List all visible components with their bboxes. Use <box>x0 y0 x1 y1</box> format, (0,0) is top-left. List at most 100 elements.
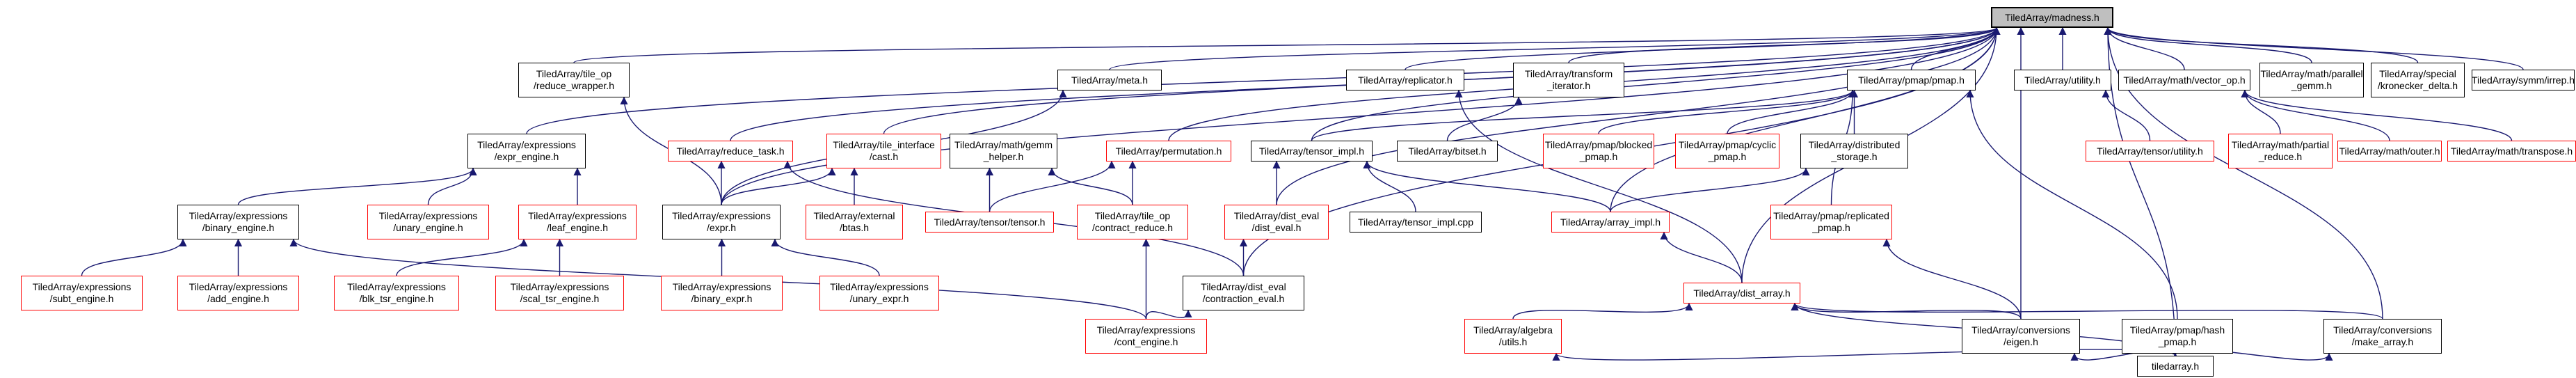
graph-node-meta[interactable]: TiledArray/meta.h <box>1057 70 1162 90</box>
graph-node-utility[interactable]: TiledArray/utility.h <box>2014 70 2111 90</box>
node-label-line: _helper.h <box>983 151 1024 162</box>
include-edge-dist_array-to-replicator <box>1455 89 1743 283</box>
node-label-line: TiledArray/utility.h <box>2024 74 2101 86</box>
graph-node-partial_reduce[interactable]: TiledArray/math/partial_reduce.h <box>2228 134 2333 168</box>
include-edge-transpose-to-vector_op <box>2241 89 2513 141</box>
graph-node-cyclic_pmap[interactable]: TiledArray/pmap/cyclic_pmap.h <box>1675 134 1779 168</box>
graph-node-leaf_engine[interactable]: TiledArray/expressions/leaf_engine.h <box>518 205 637 239</box>
node-label-line: TiledArray/conversions <box>2333 324 2432 336</box>
node-label-line: TiledArray/expressions <box>1096 324 1196 336</box>
graph-node-tensor_utility[interactable]: TiledArray/tensor/utility.h <box>2086 141 2214 162</box>
graph-node-tensor_impl_cpp[interactable]: TiledArray/tensor_impl.cpp <box>1350 212 1482 233</box>
graph-node-make_array[interactable]: TiledArray/conversions/make_array.h <box>2323 319 2442 354</box>
node-label-line: /eigen.h <box>2003 336 2038 347</box>
node-label-line: _reduce.h <box>2258 151 2303 162</box>
graph-node-binary_engine[interactable]: TiledArray/expressions/binary_engine.h <box>177 205 299 239</box>
graph-node-dist_array[interactable]: TiledArray/dist_array.h <box>1683 283 1800 304</box>
graph-node-tiledarray[interactable]: tiledarray.h <box>2137 356 2214 377</box>
graph-node-algebra_utils[interactable]: TiledArray/algebra/utils.h <box>1464 319 1562 354</box>
node-label-line: /kronecker_delta.h <box>2377 80 2458 91</box>
graph-node-expr_engine[interactable]: TiledArray/expressions/expr_engine.h <box>467 134 586 168</box>
graph-node-symm_irrep[interactable]: TiledArray/symm/irrep.h <box>2472 70 2575 90</box>
include-edge-hash_pmap-to-pmap <box>1966 89 2178 320</box>
node-label-line: TiledArray/pmap/replicated <box>1773 210 1889 221</box>
graph-node-dist_eval[interactable]: TiledArray/dist_eval/dist_eval.h <box>1224 205 1329 239</box>
graph-node-cast[interactable]: TiledArray/tile_interface/cast.h <box>826 134 941 168</box>
node-label-line: TiledArray/meta.h <box>1071 74 1148 86</box>
node-label-line: TiledArray/expressions <box>830 281 929 292</box>
graph-node-permutation[interactable]: TiledArray/permutation.h <box>1106 141 1231 162</box>
node-label-line: /btas.h <box>839 222 870 233</box>
graph-node-hash_pmap[interactable]: TiledArray/pmap/hash_pmap.h <box>2122 319 2233 354</box>
graph-node-cont_engine[interactable]: TiledArray/expressions/cont_engine.h <box>1085 319 1207 354</box>
include-edge-expr_engine-to-madness <box>526 26 2001 134</box>
include-edge-replicator-to-madness <box>1405 26 2001 70</box>
include-edge-tensor_impl-to-pmap <box>1311 89 1857 141</box>
node-label-line: TiledArray/math/gemm <box>954 139 1053 150</box>
node-label-line: /expr.h <box>706 222 737 233</box>
node-label-line: TiledArray/tile_interface <box>833 139 935 150</box>
graph-node-transpose[interactable]: TiledArray/math/transpose.h <box>2447 141 2576 162</box>
node-label-line: TiledArray/expressions <box>189 210 288 221</box>
graph-node-blk_tsr_engine[interactable]: TiledArray/expressions/blk_tsr_engine.h <box>334 276 459 310</box>
graph-node-transform_iterator[interactable]: TiledArray/transform_iterator.h <box>1513 63 1624 97</box>
graph-node-unary_engine[interactable]: TiledArray/expressions/unary_engine.h <box>367 205 489 239</box>
node-label-line: /cont_engine.h <box>1114 336 1178 347</box>
include-edge-unary_expr-to-expr <box>771 238 880 276</box>
graph-node-array_impl[interactable]: TiledArray/array_impl.h <box>1551 212 1670 233</box>
include-edge-parallel_gemm-to-madness <box>2104 26 2312 63</box>
node-label-line: TiledArray/expressions <box>672 210 771 221</box>
node-label-line: TiledArray/replicator.h <box>1358 74 1453 86</box>
graph-node-replicated_pmap[interactable]: TiledArray/pmap/replicated_pmap.h <box>1770 205 1892 239</box>
node-label-line: TiledArray/tensor/utility.h <box>2097 145 2203 157</box>
graph-node-pmap[interactable]: TiledArray/pmap/pmap.h <box>1847 70 1976 90</box>
graph-node-subt_engine[interactable]: TiledArray/expressions/subt_engine.h <box>21 276 143 310</box>
graph-node-reduce_task[interactable]: TiledArray/reduce_task.h <box>668 141 793 162</box>
graph-node-gemm_helper[interactable]: TiledArray/math/gemm_helper.h <box>950 134 1057 168</box>
node-label-line: TiledArray/array_impl.h <box>1560 216 1661 228</box>
node-label-line: TiledArray/transform <box>1524 68 1613 79</box>
graph-node-contraction_eval[interactable]: TiledArray/dist_eval/contraction_eval.h <box>1183 276 1304 310</box>
include-edge-unary_engine-to-expr_engine <box>427 167 477 205</box>
node-label-line: TiledArray/symm/irrep.h <box>2472 74 2575 86</box>
graph-node-bitset[interactable]: TiledArray/bitset.h <box>1397 141 1498 162</box>
node-label-line: TiledArray/permutation.h <box>1115 145 1222 157</box>
graph-node-expr[interactable]: TiledArray/expressions/expr.h <box>662 205 781 239</box>
include-edge-array_impl-to-distributed_storage <box>1610 167 1810 212</box>
graph-node-distributed_storage[interactable]: TiledArray/distributed_storage.h <box>1800 134 1908 168</box>
graph-node-binary_expr[interactable]: TiledArray/expressions/binary_expr.h <box>661 276 783 310</box>
node-label-line: /reduce_wrapper.h <box>534 80 614 91</box>
node-label-line: /subt_engine.h <box>49 293 114 304</box>
include-edge-cont_engine-to-contraction_eval <box>1145 309 1192 320</box>
graph-node-btas[interactable]: TiledArray/external/btas.h <box>806 205 903 239</box>
node-label-line: TiledArray/math/partial <box>2231 139 2330 150</box>
node-label-line: TiledArray/pmap/hash <box>2129 324 2225 336</box>
graph-node-contract_reduce[interactable]: TiledArray/tile_op/contract_reduce.h <box>1077 205 1188 239</box>
include-edge-tensor_impl-to-madness <box>1311 26 2001 141</box>
node-label-line: TiledArray/reduce_task.h <box>676 145 785 157</box>
node-label-line: /unary_expr.h <box>849 293 909 304</box>
graph-node-tensor_tensor[interactable]: TiledArray/tensor/tensor.h <box>925 212 1054 233</box>
graph-node-outer[interactable]: TiledArray/math/outer.h <box>2337 141 2442 162</box>
graph-node-vector_op[interactable]: TiledArray/math/vector_op.h <box>2118 70 2250 90</box>
node-label-line: _pmap.h <box>2158 336 2197 347</box>
graph-node-tensor_impl[interactable]: TiledArray/tensor_impl.h <box>1251 141 1373 162</box>
include-edge-array_impl-to-tensor_impl <box>1363 160 1611 212</box>
include-edge-binary_engine-to-expr_engine <box>237 167 477 205</box>
graph-node-blocked_pmap[interactable]: TiledArray/pmap/blocked_pmap.h <box>1543 134 1654 168</box>
node-label-line: TiledArray/math/transpose.h <box>2450 145 2573 157</box>
node-label-line: _gemm.h <box>2291 80 2333 91</box>
graph-node-replicator[interactable]: TiledArray/replicator.h <box>1346 70 1464 90</box>
node-label-line: TiledArray/expressions <box>672 281 771 292</box>
node-label-line: TiledArray/pmap/cyclic <box>1678 139 1777 150</box>
graph-node-scal_tsr_engine[interactable]: TiledArray/expressions/scal_tsr_engine.h <box>495 276 624 310</box>
graph-node-unary_expr[interactable]: TiledArray/expressions/unary_expr.h <box>819 276 939 310</box>
node-label-line: /contract_reduce.h <box>1092 222 1173 233</box>
graph-node-add_engine[interactable]: TiledArray/expressions/add_engine.h <box>177 276 299 310</box>
graph-node-kronecker[interactable]: TiledArray/special/kronecker_delta.h <box>2371 63 2465 97</box>
graph-node-eigen[interactable]: TiledArray/conversions/eigen.h <box>1962 319 2080 354</box>
graph-node-parallel_gemm[interactable]: TiledArray/math/parallel_gemm.h <box>2259 63 2364 97</box>
node-label-line: TiledArray/tensor_impl.cpp <box>1358 216 1473 228</box>
graph-node-reduce_wrapper[interactable]: TiledArray/tile_op/reduce_wrapper.h <box>518 63 630 97</box>
include-edge-dist_array-to-array_impl <box>1660 231 1743 283</box>
